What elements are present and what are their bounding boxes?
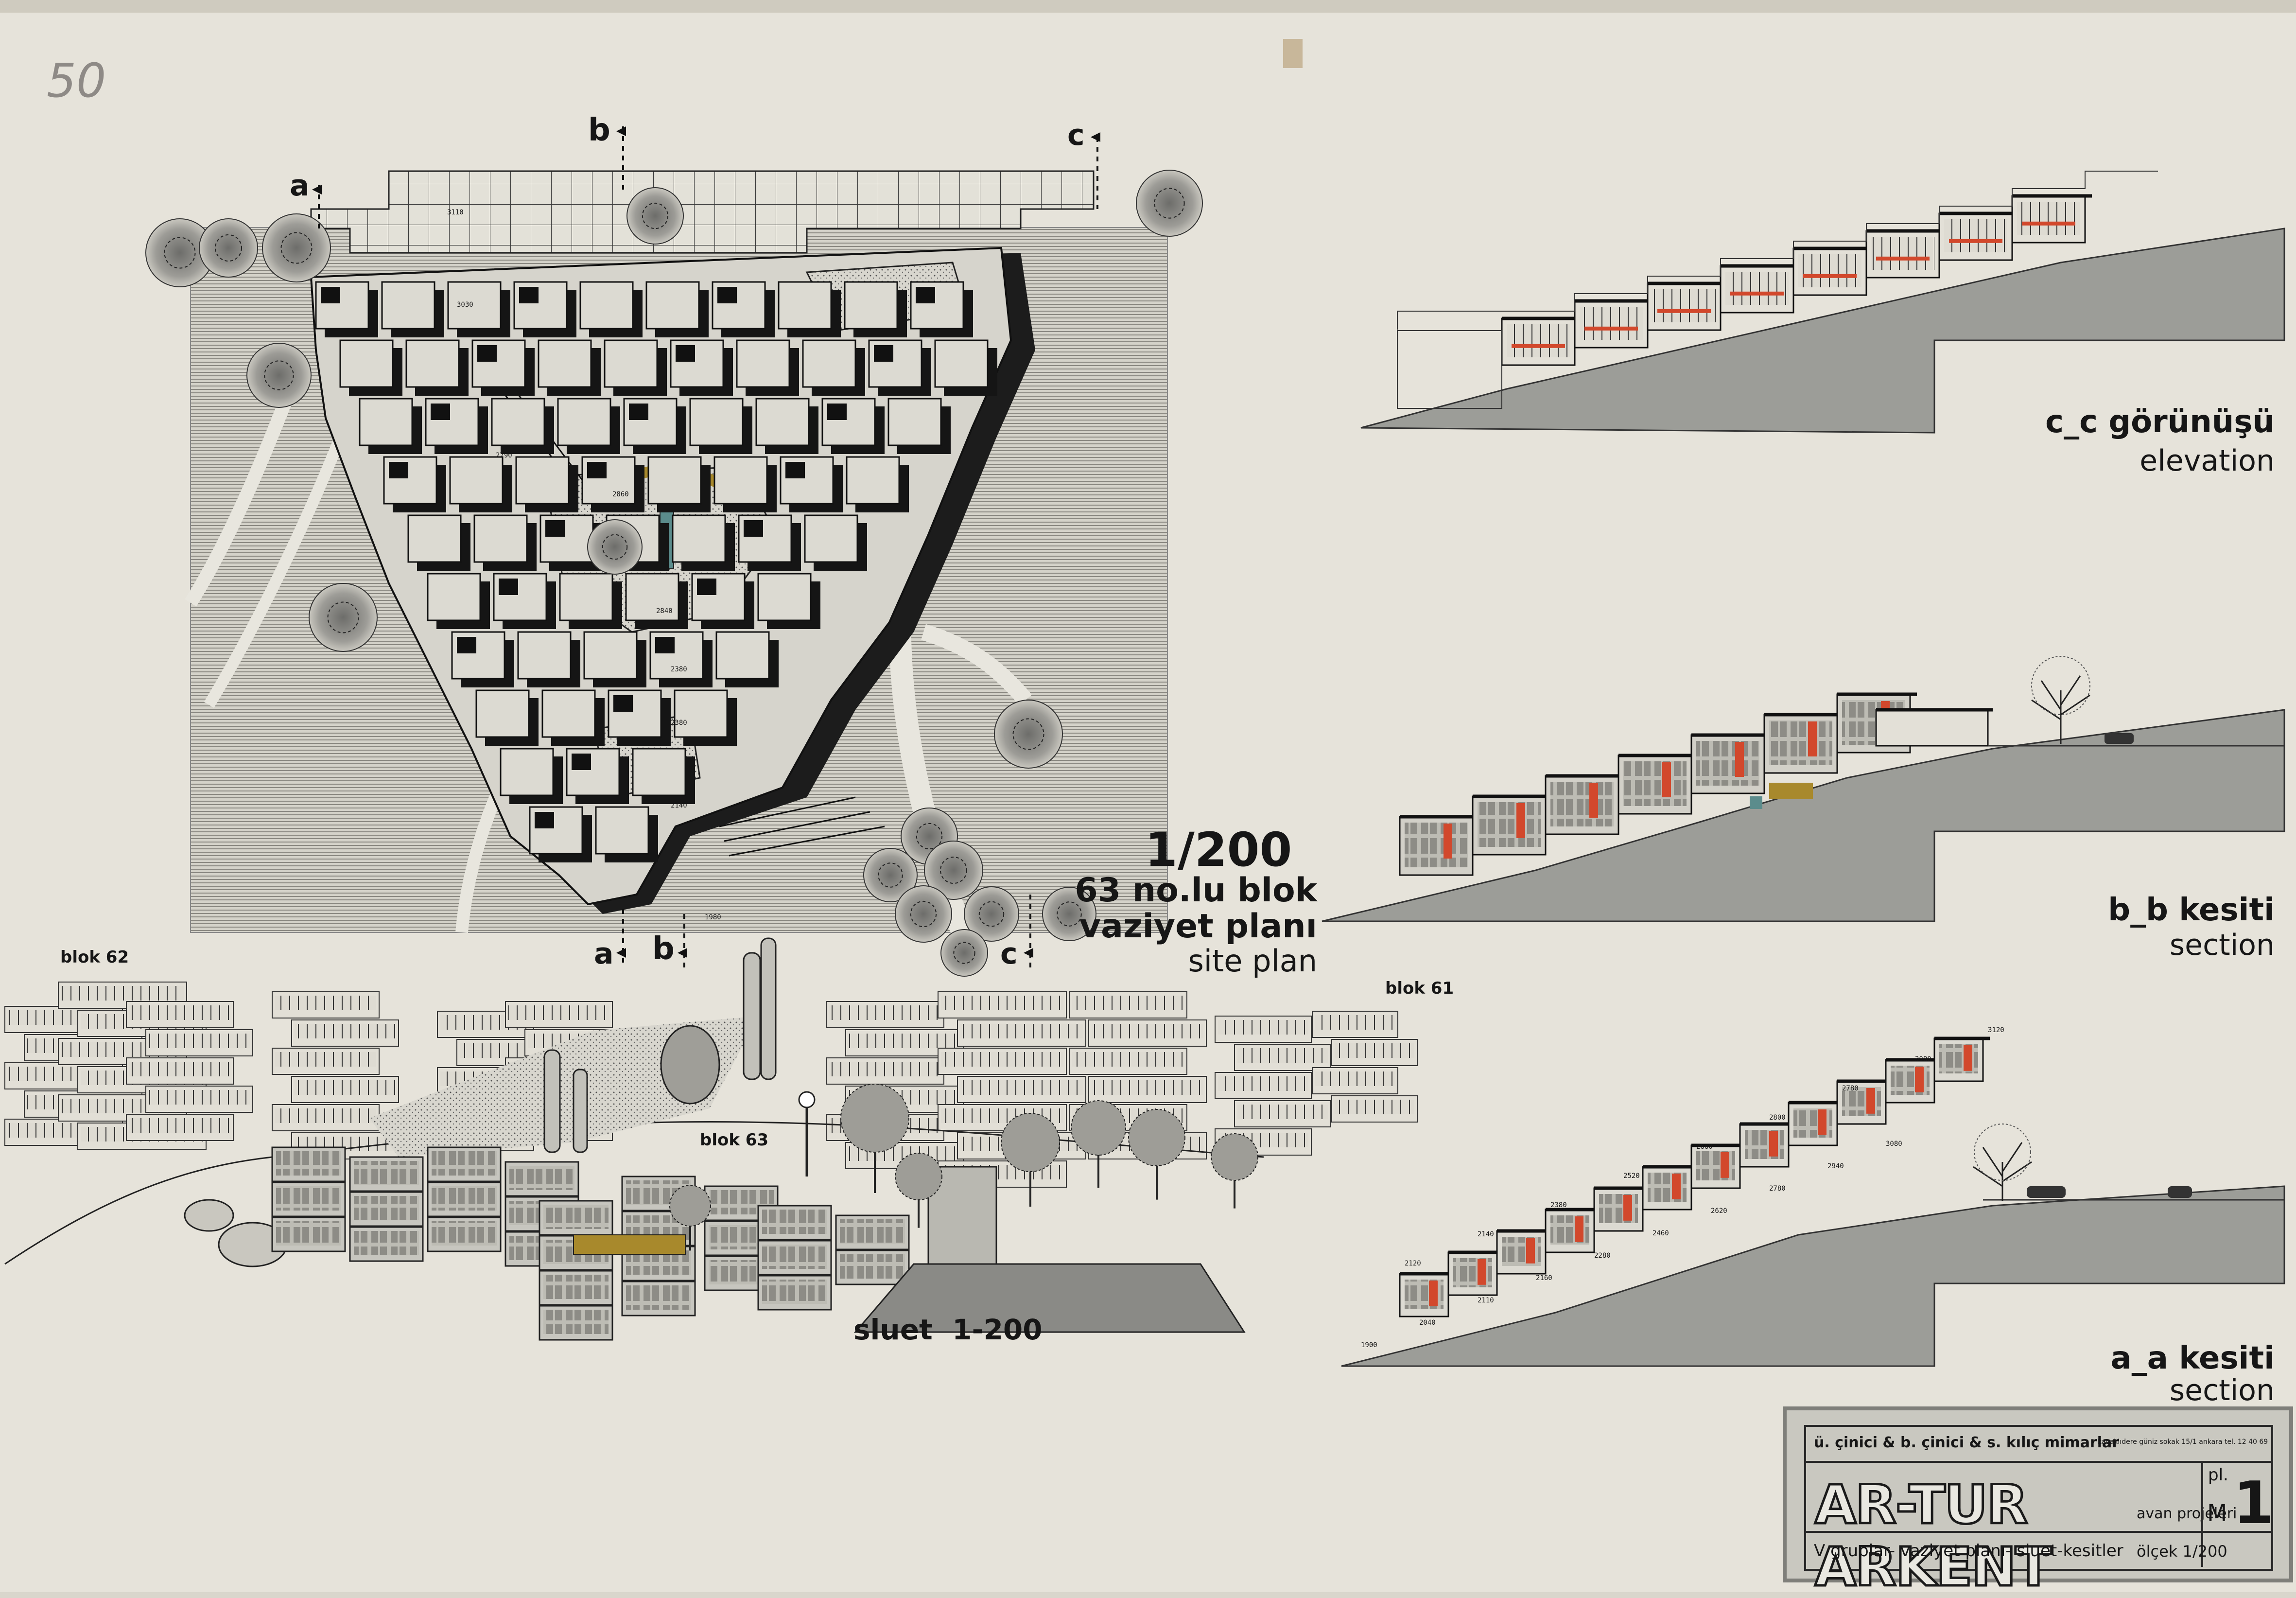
- section-aa-level-label: 1900: [1361, 1341, 1377, 1349]
- elevation-cc-title: c_c görünüşü: [2045, 404, 2275, 440]
- sheet-number: 1: [2233, 1470, 2274, 1537]
- section-aa-level-label: 2460: [1652, 1229, 1669, 1237]
- section-aa-level-label: 2800: [1769, 1114, 1786, 1122]
- plan-level-label: 2790: [496, 452, 512, 459]
- section-aa-drawing: [1341, 1036, 2285, 1367]
- site-plan-title: 63 no.lu blok: [1075, 871, 1317, 910]
- section-marker-c-bottom: c: [1000, 937, 1018, 971]
- plan-level-label: 2380: [671, 719, 687, 727]
- section-bb-title: b_b kesiti: [2108, 892, 2275, 928]
- site-plan-title-2: vaziyet planı: [1079, 907, 1317, 946]
- section-aa-level-label: 2940: [1827, 1162, 1844, 1170]
- section-aa-subtitle: section: [2169, 1373, 2275, 1407]
- block-62-label: blok 62: [60, 948, 129, 967]
- section-aa-level-label: 2780: [1842, 1085, 1859, 1092]
- section-aa-level-label: 2660: [1696, 1143, 1713, 1151]
- sheet-number-box: pl. M 1: [2201, 1463, 2274, 1567]
- section-marker-c: c: [1067, 118, 1085, 152]
- plan-level-label: 2840: [656, 607, 673, 615]
- section-bb-subtitle: section: [2169, 928, 2275, 962]
- section-marker-b: b: [588, 112, 610, 148]
- section-aa-level-label: 2120: [1405, 1260, 1421, 1267]
- title-block-frame: ü. çinici & b. çinici & s. kılıç mimarla…: [1804, 1425, 2274, 1598]
- elevation-cc-drawing: [1360, 171, 2285, 434]
- block-61-label: blok 61: [1385, 979, 1454, 998]
- section-aa-level-label: 2140: [1478, 1230, 1494, 1238]
- sheet-code: M: [2207, 1500, 2227, 1527]
- section-aa-level-label: 2160: [1536, 1274, 1552, 1282]
- section-aa-level-label: 2520: [1623, 1172, 1640, 1180]
- drawing-scale: ölçek 1/200: [2137, 1542, 2227, 1561]
- plan-level-label: 2860: [612, 491, 629, 498]
- pl-label: pl.: [2208, 1465, 2228, 1485]
- title-block-project-row: AR-TUR ARKENT avan projeleri pl. M 1: [1806, 1463, 2274, 1598]
- section-aa-level-label: 2620: [1711, 1207, 1727, 1215]
- plan-level-label: 3030: [457, 301, 473, 309]
- plan-level-label: 2140: [671, 802, 687, 809]
- section-aa-level-label: 3080: [1886, 1140, 1902, 1148]
- section-aa-level-label: 3080: [1915, 1055, 1931, 1063]
- section-marker-a-bottom: a: [594, 937, 614, 971]
- section-aa-title: a_a kesiti: [2110, 1340, 2275, 1376]
- architects-address: kavaklıdere güniz sokak 15/1 ankara tel.…: [2098, 1438, 2268, 1446]
- section-bb-drawing: [1322, 692, 2285, 922]
- title-block-architects-row: ü. çinici & b. çinici & s. kılıç mimarla…: [1806, 1427, 2271, 1463]
- section-aa-level-label: 2780: [1769, 1185, 1786, 1193]
- silhouette-title: sluet 1-200: [853, 1313, 1043, 1346]
- title-block: ü. çinici & b. çinici & s. kılıç mimarla…: [1783, 1406, 2293, 1598]
- section-aa-level-label: 2040: [1419, 1319, 1436, 1327]
- project-phase: avan projeleri: [2137, 1505, 2237, 1522]
- site-plan-trees: [145, 170, 1203, 977]
- plan-level-label: 3110: [447, 209, 464, 216]
- section-aa-level-label: 2110: [1478, 1297, 1494, 1304]
- project-logo: AR-TUR ARKENT: [1814, 1473, 2053, 1598]
- section-aa-level-label: 2380: [1550, 1201, 1567, 1209]
- section-marker-a: a: [290, 169, 310, 203]
- section-marker-b-bottom: b: [652, 931, 675, 967]
- architects-name: ü. çinici & b. çinici & s. kılıç mimarla…: [1814, 1434, 2120, 1451]
- plan-level-label: 1980: [705, 913, 721, 921]
- site-plan-subtitle: site plan: [1188, 943, 1317, 979]
- drawing-description: V gruplar- vaziyet planı- sluet-kesitler: [1814, 1541, 2123, 1561]
- section-aa-level-label: 2280: [1594, 1252, 1611, 1260]
- page-number: 50: [47, 53, 106, 108]
- site-plan-units: [315, 281, 997, 862]
- elevation-cc-subtitle: elevation: [2139, 444, 2275, 478]
- block-63-label: blok 63: [700, 1130, 769, 1150]
- plan-level-label: 2380: [671, 666, 687, 673]
- section-aa-level-label: 3120: [1988, 1026, 2004, 1034]
- silhouette-trees: [669, 1084, 1258, 1251]
- title-block-description-row: V gruplar- vaziyet planı- sluet-kesitler…: [1806, 1533, 2271, 1569]
- site-plan-scale: 1/200: [1145, 823, 1292, 877]
